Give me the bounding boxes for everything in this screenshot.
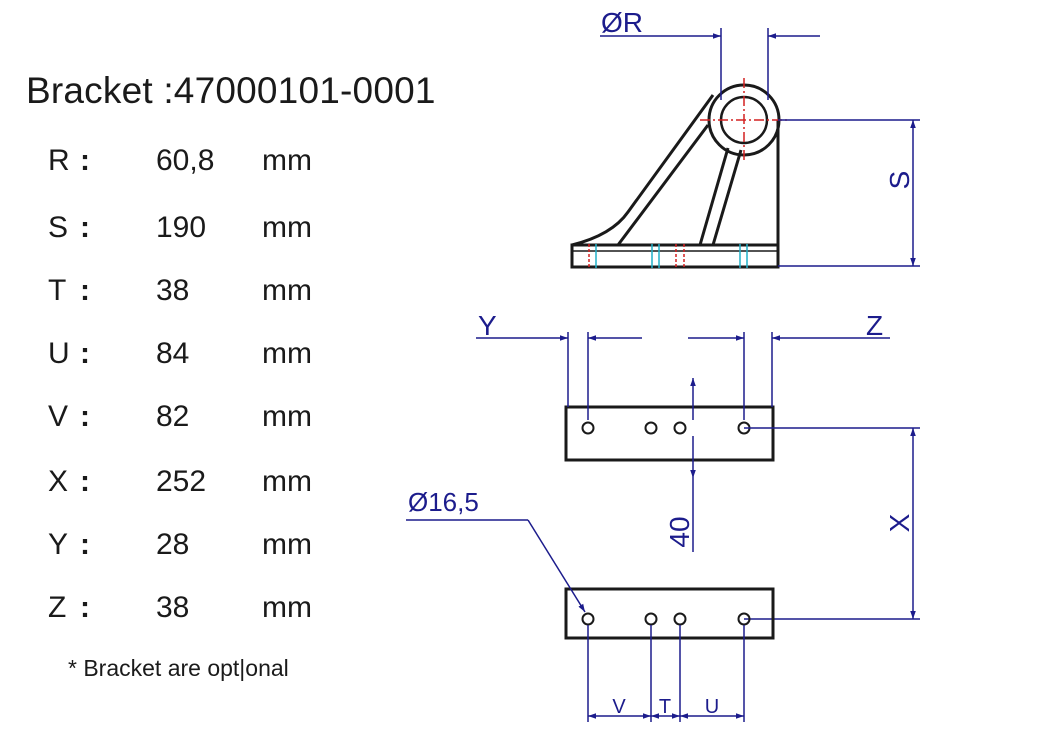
spec-value: 38 [156, 591, 190, 624]
spec-unit: mm [262, 528, 312, 561]
label-diameter-r: ØR [601, 7, 643, 38]
bottom-plate-hole [581, 612, 595, 626]
spec-value: 60,8 [156, 144, 215, 177]
side-arm-outer [571, 94, 715, 247]
top-plate-hole [581, 421, 595, 435]
label-t: T [659, 696, 671, 718]
label-hole-diameter: Ø16,5 [408, 487, 479, 517]
bottom-plate-hole [673, 612, 687, 626]
dim-s [778, 119, 920, 267]
side-base-plate [570, 243, 780, 269]
bottom-plate-hole [737, 612, 751, 626]
dim-diameter-r [600, 28, 820, 100]
spec-colon: : [80, 144, 90, 177]
spec-unit: mm [262, 400, 312, 433]
part-title: Bracket :47000101-0001 [26, 70, 436, 111]
spec-unit: mm [262, 144, 312, 177]
label-v: V [612, 696, 626, 718]
spec-key: T [48, 274, 67, 307]
side-rib-right [711, 149, 743, 246]
dim-hole-leader [406, 519, 586, 613]
spec-colon: : [80, 528, 90, 561]
top-plate-outline [564, 405, 775, 462]
top-plate [564, 405, 775, 462]
spec-key: V [48, 400, 69, 433]
spec-colon: : [80, 591, 90, 624]
dim-x [744, 427, 920, 620]
spec-key: Y [48, 528, 69, 561]
spec-value: 190 [156, 211, 207, 244]
label-z: Z [866, 310, 883, 341]
spec-value: 252 [156, 465, 207, 498]
side-view [570, 83, 781, 269]
bottom-plate-hole [644, 612, 658, 626]
leader-line [527, 519, 586, 613]
optional-note: * Bracket are opt|onal [68, 655, 289, 681]
dim-y [476, 332, 642, 420]
spec-unit: mm [262, 591, 312, 624]
spec-key: U [48, 337, 70, 370]
spec-colon: : [80, 274, 90, 307]
spec-colon: : [80, 211, 90, 244]
dim-v-t-u [587, 625, 745, 722]
bottom-plate [564, 587, 775, 640]
spec-value: 28 [156, 528, 190, 561]
dim-z [688, 332, 890, 420]
spec-unit: mm [262, 465, 312, 498]
label-u: U [705, 696, 719, 718]
spec-value: 82 [156, 400, 190, 433]
spec-unit: mm [262, 274, 312, 307]
spec-value: 38 [156, 274, 190, 307]
bottom-plate-outline [564, 587, 775, 640]
spec-value: 84 [156, 337, 190, 370]
top-plate-hole [673, 421, 687, 435]
spec-colon: : [80, 465, 90, 498]
spec-unit: mm [262, 337, 312, 370]
label-forty: 40 [664, 516, 695, 547]
spec-colon: : [80, 400, 90, 433]
spec-key: S [48, 211, 69, 244]
spec-key: R [48, 144, 70, 177]
label-x: X [884, 513, 915, 532]
spec-key: Z [48, 591, 67, 624]
side-rib-left [698, 147, 730, 246]
top-plate-hole [644, 421, 658, 435]
side-centerlines [588, 78, 788, 268]
spec-key: X [48, 465, 69, 498]
label-s: S [884, 171, 915, 190]
side-arm-inner [616, 124, 710, 246]
spec-colon: : [80, 337, 90, 370]
spec-unit: mm [262, 211, 312, 244]
label-y: Y [478, 310, 497, 341]
